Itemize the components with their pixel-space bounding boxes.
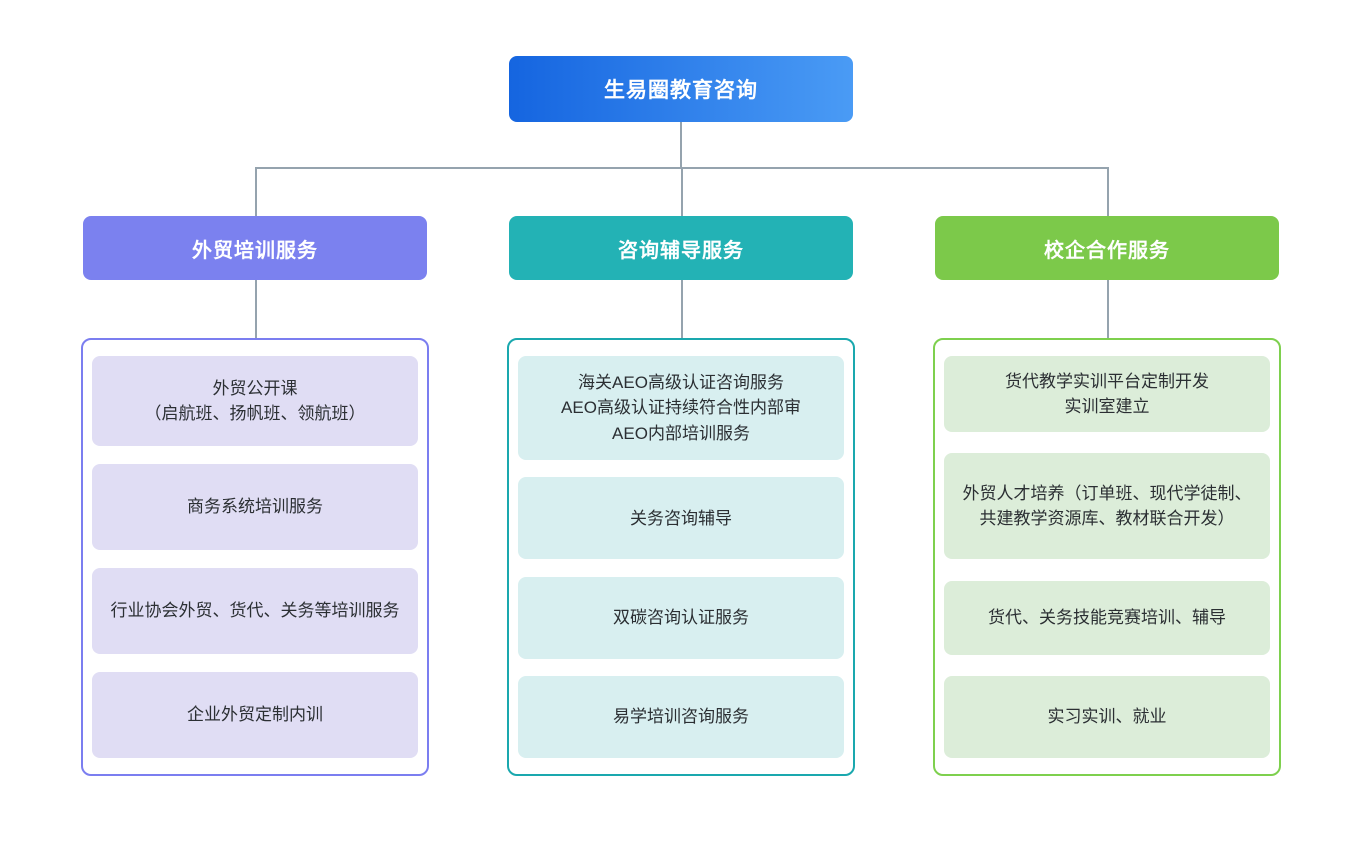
- root-node[interactable]: 生易圈教育咨询: [509, 56, 853, 122]
- category-header-label-0: 外贸培训服务: [192, 239, 318, 262]
- category-panel-1: 海关AEO高级认证咨询服务 AEO高级认证持续符合性内部审 AEO内部培训服务 …: [507, 338, 855, 776]
- service-item[interactable]: 关务咨询辅导: [518, 477, 844, 560]
- service-item[interactable]: 易学培训咨询服务: [518, 675, 844, 758]
- connector-drop-branch-1: [681, 167, 683, 217]
- service-item-label: 双碳咨询认证服务: [613, 607, 749, 627]
- service-item-label: 货代教学实训平台定制开发 实训室建立: [1005, 371, 1209, 417]
- service-item-label: 外贸公开课 （启航班、扬帆班、领航班）: [144, 378, 366, 424]
- service-item[interactable]: 货代、关务技能竞赛培训、辅导: [944, 580, 1270, 655]
- service-item[interactable]: 商务系统培训服务: [92, 464, 418, 550]
- service-item-label: 外贸人才培养（订单班、现代学徒制、共建教学资源库、教材联合开发）: [962, 483, 1252, 529]
- service-item-label: 关务咨询辅导: [630, 508, 732, 528]
- service-item[interactable]: 双碳咨询认证服务: [518, 576, 844, 659]
- connector-root-stem: [680, 122, 682, 168]
- category-header-label-1: 咨询辅导服务: [618, 239, 744, 262]
- service-item[interactable]: 企业外贸定制内训: [92, 672, 418, 758]
- service-item-label: 易学培训咨询服务: [613, 707, 749, 727]
- service-item[interactable]: 海关AEO高级认证咨询服务 AEO高级认证持续符合性内部审 AEO内部培训服务: [518, 356, 844, 460]
- service-item[interactable]: 外贸人才培养（订单班、现代学徒制、共建教学资源库、教材联合开发）: [944, 453, 1270, 560]
- category-panel-0: 外贸公开课 （启航班、扬帆班、领航班） 商务系统培训服务 行业协会外贸、货代、关…: [81, 338, 429, 776]
- service-item[interactable]: 外贸公开课 （启航班、扬帆班、领航班）: [92, 356, 418, 446]
- category-header-2[interactable]: 校企合作服务: [935, 216, 1279, 280]
- category-header-label-2: 校企合作服务: [1044, 239, 1170, 262]
- connector-drop-branch-2: [1107, 167, 1109, 217]
- service-item-label: 商务系统培训服务: [187, 497, 323, 517]
- service-item[interactable]: 行业协会外贸、货代、关务等培训服务: [92, 568, 418, 654]
- service-item-label: 海关AEO高级认证咨询服务 AEO高级认证持续符合性内部审 AEO内部培训服务: [561, 372, 801, 443]
- category-header-0[interactable]: 外贸培训服务: [83, 216, 427, 280]
- root-node-label: 生易圈教育咨询: [604, 79, 758, 102]
- connector-header-to-panel-1: [681, 280, 683, 338]
- connector-header-to-panel-0: [255, 280, 257, 338]
- category-panel-2: 货代教学实训平台定制开发 实训室建立 外贸人才培养（订单班、现代学徒制、共建教学…: [933, 338, 1281, 776]
- connector-header-to-panel-2: [1107, 280, 1109, 338]
- service-item[interactable]: 货代教学实训平台定制开发 实训室建立: [944, 356, 1270, 432]
- service-item[interactable]: 实习实训、就业: [944, 675, 1270, 758]
- category-header-1[interactable]: 咨询辅导服务: [509, 216, 853, 280]
- service-item-label: 货代、关务技能竞赛培训、辅导: [988, 607, 1226, 627]
- service-item-label: 实习实训、就业: [1047, 707, 1167, 727]
- connector-drop-branch-0: [255, 167, 257, 217]
- service-item-label: 企业外贸定制内训: [187, 705, 323, 725]
- service-item-label: 行业协会外贸、货代、关务等培训服务: [110, 601, 400, 621]
